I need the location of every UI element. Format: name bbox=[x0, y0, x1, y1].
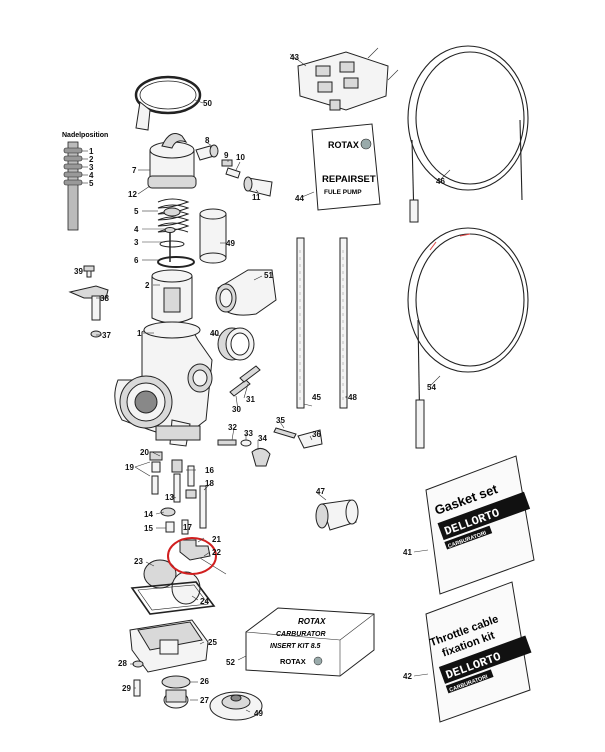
callout-48: 48 bbox=[348, 393, 357, 402]
needle-mark-2: 2 bbox=[89, 155, 94, 164]
needle-position-title: Nadelposition bbox=[62, 132, 108, 139]
callout-6: 6 bbox=[134, 256, 139, 265]
screws-32-33-34 bbox=[217, 439, 271, 467]
needle-mark-1: 1 bbox=[89, 147, 94, 156]
callout-42: 42 bbox=[403, 672, 412, 681]
intake-51 bbox=[215, 269, 277, 316]
callout-12: 12 bbox=[128, 190, 137, 199]
callout-8: 8 bbox=[205, 136, 210, 145]
callout-43: 43 bbox=[290, 53, 299, 62]
jets-13-20 bbox=[149, 451, 207, 535]
filter-47 bbox=[315, 499, 359, 531]
needle-position-gauge: Nadelposition 1 2 3 4 5 bbox=[62, 132, 108, 231]
cylinder-49 bbox=[199, 208, 227, 264]
callout-35: 35 bbox=[276, 416, 285, 425]
float-bowl-25 bbox=[129, 619, 209, 673]
callout-20: 20 bbox=[140, 448, 149, 457]
disc-49 bbox=[209, 691, 263, 721]
callout-54: 54 bbox=[427, 383, 436, 392]
carb-top-assembly bbox=[147, 133, 273, 197]
callout-22: 22 bbox=[212, 548, 221, 557]
repairset-card-44: ROTAX REPAIRSET FULE PUMP bbox=[311, 123, 381, 211]
slide-2 bbox=[151, 269, 193, 324]
callout-38: 38 bbox=[100, 294, 109, 303]
gasket-set-bag-41: Gasket set DELLORTO CARBURATORI bbox=[425, 455, 535, 595]
repairset-subtitle: FULE PUMP bbox=[324, 189, 362, 196]
callout-numbers: 1 2 3 4 5 6 7 8 9 10 11 12 13 14 15 16 1… bbox=[74, 53, 445, 718]
needle-mark-4: 4 bbox=[89, 171, 94, 180]
callout-32: 32 bbox=[228, 423, 237, 432]
callout-13: 13 bbox=[165, 493, 174, 502]
callout-21: 21 bbox=[212, 535, 221, 544]
fuel-pump-43 bbox=[297, 47, 399, 111]
drain-parts-26-29 bbox=[132, 660, 191, 709]
callout-16: 16 bbox=[205, 466, 214, 475]
callout-19: 19 bbox=[125, 463, 134, 472]
callout-7: 7 bbox=[132, 166, 137, 175]
callout-39: 39 bbox=[74, 267, 83, 276]
callout-52: 52 bbox=[226, 658, 235, 667]
callout-10: 10 bbox=[236, 153, 245, 162]
callout-47: 47 bbox=[316, 487, 325, 496]
callout-33: 33 bbox=[244, 429, 253, 438]
sleeve-40 bbox=[217, 327, 255, 361]
callout-1: 1 bbox=[137, 329, 142, 338]
rods-45-48 bbox=[296, 237, 348, 409]
gasket-24 bbox=[130, 581, 216, 615]
needles-35-36 bbox=[273, 427, 323, 449]
float-assembly-21-23 bbox=[143, 537, 227, 605]
callout-50: 50 bbox=[203, 99, 212, 108]
ring-50 bbox=[134, 75, 204, 131]
throttle-bag-42: Throttle cable fixation kit DELLORTO CAR… bbox=[425, 581, 532, 723]
highlight-circle bbox=[167, 537, 217, 575]
callout-17: 17 bbox=[183, 523, 192, 532]
callout-46: 46 bbox=[436, 177, 445, 186]
callout-40: 40 bbox=[210, 329, 219, 338]
leader-lines bbox=[86, 53, 451, 713]
callout-51: 51 bbox=[264, 271, 273, 280]
callout-29: 29 bbox=[122, 684, 131, 693]
callout-3: 3 bbox=[134, 238, 139, 247]
callout-4: 4 bbox=[134, 225, 139, 234]
callout-45: 45 bbox=[312, 393, 321, 402]
callout-30: 30 bbox=[232, 405, 241, 414]
callout-44: 44 bbox=[295, 194, 304, 203]
box-brand-bottom: ROTAX bbox=[280, 657, 306, 666]
box-brand-top: ROTAX bbox=[298, 617, 326, 626]
callout-27: 27 bbox=[200, 696, 209, 705]
callout-28: 28 bbox=[118, 659, 127, 668]
screws-30-31 bbox=[229, 365, 261, 397]
cable-54 bbox=[407, 227, 529, 449]
repairset-brand: ROTAX bbox=[328, 140, 359, 150]
repairset-title: REPAIRSET bbox=[322, 174, 376, 185]
callout-9: 9 bbox=[224, 151, 229, 160]
callout-26: 26 bbox=[200, 677, 209, 686]
callout-41: 41 bbox=[403, 548, 412, 557]
needle-parts bbox=[157, 227, 195, 268]
callout-23: 23 bbox=[134, 557, 143, 566]
callout-15: 15 bbox=[144, 524, 153, 533]
callout-25: 25 bbox=[208, 638, 217, 647]
callout-31: 31 bbox=[246, 395, 255, 404]
needle-mark-5: 5 bbox=[89, 179, 94, 188]
callout-36: 36 bbox=[312, 430, 321, 439]
callout-5: 5 bbox=[134, 207, 139, 216]
callout-49-lower: 49 bbox=[254, 709, 263, 718]
needle-mark-3: 3 bbox=[89, 163, 94, 172]
callout-34: 34 bbox=[258, 434, 267, 443]
box-line-2: INSERT KIT 8.5 bbox=[270, 643, 321, 650]
callout-24: 24 bbox=[200, 597, 209, 606]
cable-46 bbox=[407, 45, 529, 223]
callout-49-upper: 49 bbox=[226, 239, 235, 248]
callout-11: 11 bbox=[252, 193, 261, 202]
spring-5 bbox=[157, 198, 190, 233]
carburator-box-52: ROTAX CARBURATOR INSERT KIT 8.5 ROTAX bbox=[245, 607, 375, 677]
box-line-1: CARBURATOR bbox=[276, 631, 326, 638]
carburetor-body-1 bbox=[114, 321, 213, 447]
callout-18: 18 bbox=[205, 479, 214, 488]
callout-14: 14 bbox=[144, 510, 153, 519]
callout-2: 2 bbox=[145, 281, 150, 290]
callout-37: 37 bbox=[102, 331, 111, 340]
